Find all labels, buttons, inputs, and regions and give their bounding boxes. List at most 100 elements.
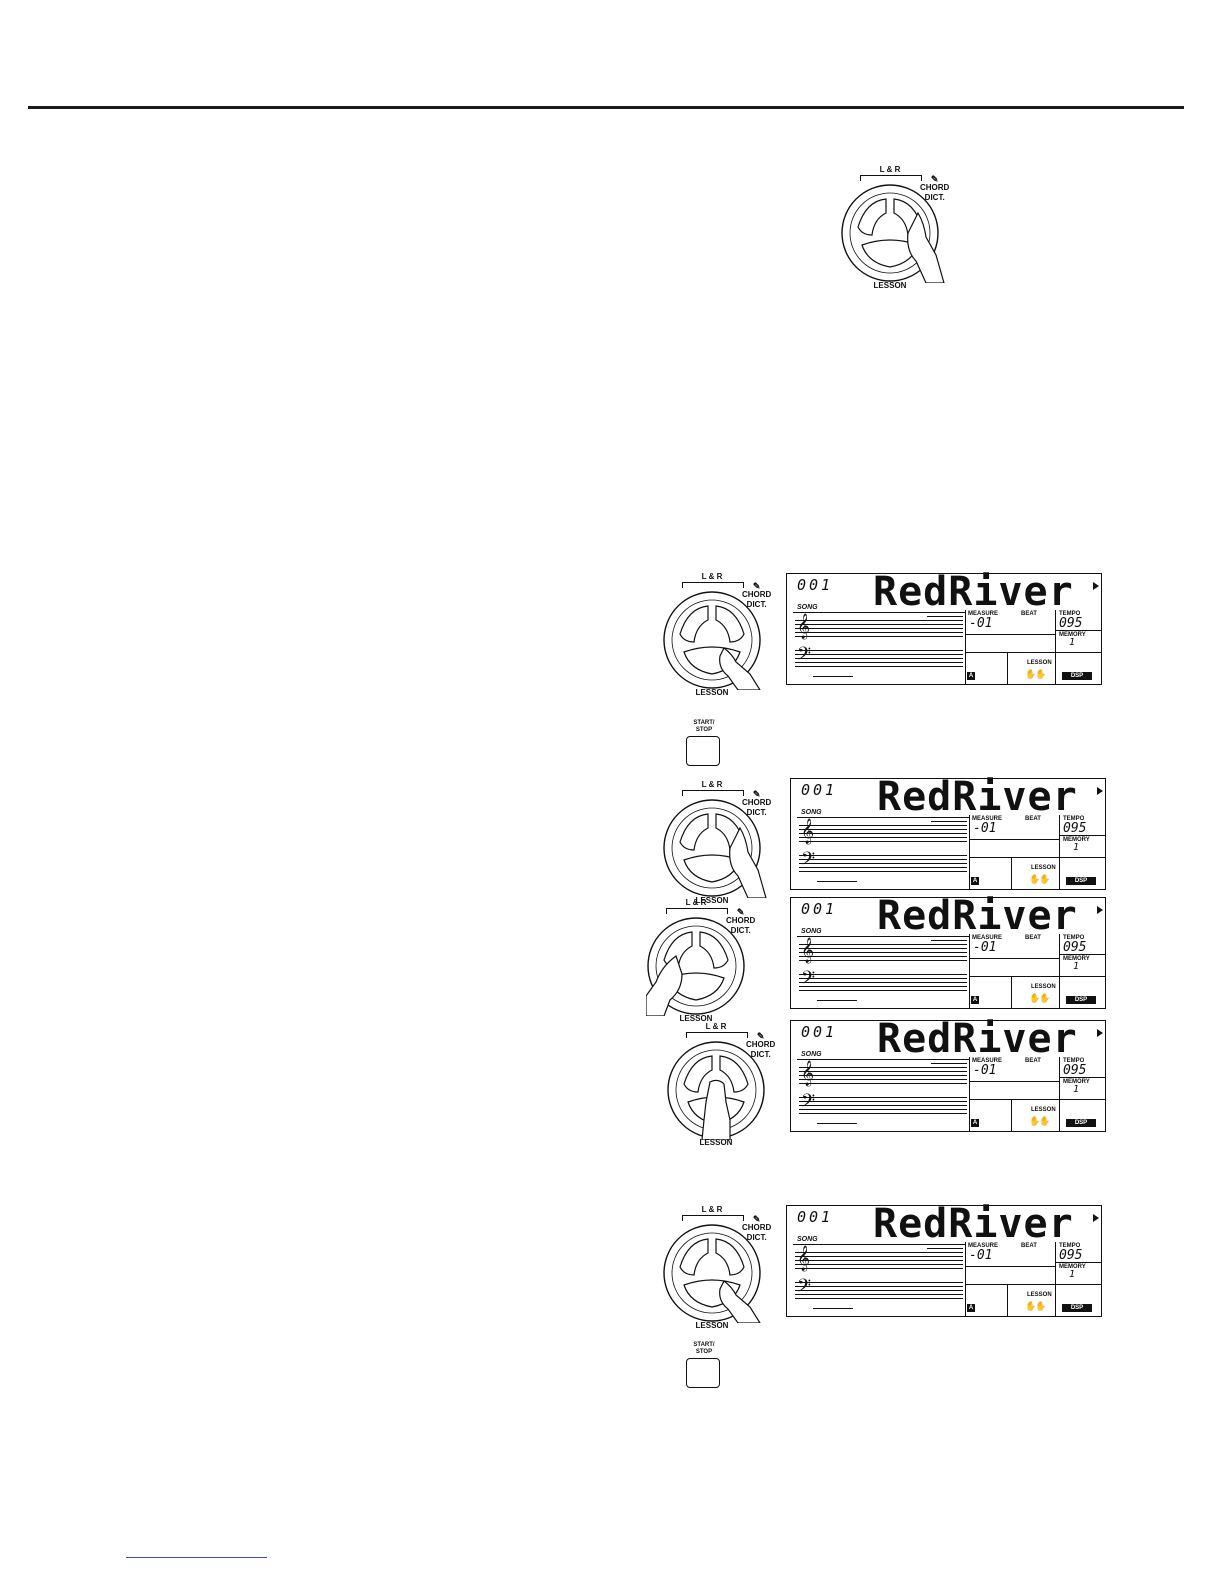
hands-icon: ✋✋: [1029, 993, 1050, 1003]
lcd-song-name: RedRiver: [873, 1201, 1074, 1247]
measure-label: MEASURE: [972, 816, 1003, 822]
dial-buttons-icon: [663, 591, 761, 690]
bass-clef-icon: 𝄢: [801, 968, 816, 993]
lcd-indicator-icon: [1097, 787, 1103, 795]
treble-clef-icon: 𝄞: [801, 819, 815, 844]
measure-label: MEASURE: [972, 1058, 1003, 1064]
dial-buttons-icon: [663, 799, 767, 898]
lcd-song-name: RedRiver: [877, 774, 1078, 820]
beat-label: BEAT: [1025, 1058, 1041, 1064]
dial-buttons-icon: [841, 184, 945, 283]
treble-clef-icon: 𝄞: [797, 614, 811, 639]
memory-label: MEMORY: [1059, 1264, 1086, 1270]
lcd-song-label: SONG: [801, 1051, 822, 1058]
right-button[interactable]: [719, 1055, 749, 1093]
start-stop-button[interactable]: [686, 1358, 720, 1388]
measure-label: MEASURE: [972, 935, 1003, 941]
lcd-song-name: RedRiver: [877, 893, 1078, 939]
treble-clef-icon: 𝄞: [801, 938, 815, 963]
lcd-indicator-icon: [1093, 1214, 1099, 1222]
lcd-lesson-label: LESSON: [1031, 865, 1056, 871]
memory-value: 1: [1069, 1269, 1076, 1280]
dsp-indicator: DSP: [1062, 1304, 1092, 1312]
a-indicator: A: [971, 996, 979, 1004]
memory-value: 1: [1073, 1084, 1080, 1095]
start-stop-control: START/ STOP: [686, 720, 726, 766]
dial-buttons-icon: [667, 1041, 765, 1140]
dsp-indicator: DSP: [1066, 877, 1096, 885]
hand-icon: [719, 1280, 761, 1323]
treble-clef-icon: 𝄞: [801, 1061, 815, 1086]
treble-staff: [799, 825, 967, 845]
bass-clef-icon: 𝄢: [801, 849, 816, 874]
bass-clef-icon: 𝄢: [797, 1276, 812, 1301]
lr-label: L & R: [685, 898, 707, 907]
lesson-label: LESSON: [695, 1321, 729, 1330]
tempo-value: 095: [1063, 940, 1087, 955]
bass-clef-icon: 𝄢: [801, 1091, 816, 1116]
measure-label: MEASURE: [968, 611, 999, 617]
treble-staff: [795, 620, 963, 640]
measure-value: -01: [973, 940, 997, 955]
start-stop-control: START/ STOP: [686, 1342, 726, 1388]
lesson-control-dial: L & R ✎ CHORD DICT. LESSON: [662, 780, 792, 920]
beat-label: BEAT: [1021, 1243, 1037, 1249]
lesson-label: LESSON: [679, 1014, 713, 1023]
lesson-button[interactable]: [861, 239, 919, 268]
bass-clef-icon: 𝄢: [797, 644, 812, 669]
chord-dict-label: ✎ CHORD DICT.: [726, 907, 756, 936]
dsp-indicator: DSP: [1062, 672, 1092, 680]
left-button[interactable]: [679, 813, 709, 851]
lcd-indicator-icon: [1093, 582, 1099, 590]
left-button[interactable]: [679, 605, 709, 643]
left-button[interactable]: [679, 1238, 709, 1276]
pen-icon: ✎: [736, 907, 745, 917]
lcd-song-number: 001: [797, 576, 834, 594]
lcd-display: 001 RedRiver SONG 𝄞 𝄢 MEASURE BEAT TEMPO…: [790, 1017, 1106, 1132]
lr-label: L & R: [701, 1205, 723, 1214]
lr-bracket: [682, 582, 744, 588]
lcd-lesson-label: LESSON: [1031, 1107, 1056, 1113]
tempo-label: TEMPO: [1063, 935, 1085, 941]
lcd-song-label: SONG: [801, 928, 822, 935]
a-indicator: A: [971, 1119, 979, 1127]
lcd-song-label: SONG: [797, 604, 818, 611]
memory-value: 1: [1073, 961, 1080, 972]
lesson-button[interactable]: [683, 854, 741, 883]
measure-value: -01: [969, 616, 993, 631]
treble-staff: [799, 944, 967, 964]
hands-icon: ✋✋: [1025, 669, 1046, 679]
chord-dict-label: ✎ CHORD DICT.: [742, 789, 772, 818]
lcd-song-number: 001: [801, 900, 838, 918]
start-stop-button[interactable]: [686, 736, 720, 766]
a-indicator: A: [971, 877, 979, 885]
lesson-label: LESSON: [873, 281, 907, 290]
lcd-song-number: 001: [797, 1208, 834, 1226]
lcd-lesson-label: LESSON: [1031, 984, 1056, 990]
left-button[interactable]: [683, 1055, 713, 1093]
dsp-indicator: DSP: [1066, 1119, 1096, 1127]
lcd-lesson-label: LESSON: [1027, 660, 1052, 666]
memory-label: MEMORY: [1059, 632, 1086, 638]
bass-staff: [799, 1097, 967, 1117]
pen-icon: ✎: [752, 581, 761, 591]
lesson-label: LESSON: [695, 896, 729, 905]
dial-buttons-icon: [663, 1224, 761, 1323]
measure-value: -01: [973, 1063, 997, 1078]
lr-bracket: [682, 790, 744, 796]
lr-bracket: [666, 908, 728, 914]
tempo-value: 095: [1063, 1063, 1087, 1078]
treble-staff: [795, 1252, 963, 1272]
right-button[interactable]: [699, 931, 729, 969]
right-button[interactable]: [715, 605, 745, 643]
bass-staff: [799, 855, 967, 875]
a-indicator: A: [967, 672, 975, 680]
lr-bracket: [686, 1032, 748, 1038]
hand-icon: [729, 826, 767, 898]
hands-icon: ✋✋: [1025, 1301, 1046, 1311]
lr-label: L & R: [701, 780, 723, 789]
right-button[interactable]: [715, 1238, 745, 1276]
left-button[interactable]: [857, 198, 887, 236]
tempo-label: TEMPO: [1063, 816, 1085, 822]
memory-label: MEMORY: [1063, 956, 1090, 962]
